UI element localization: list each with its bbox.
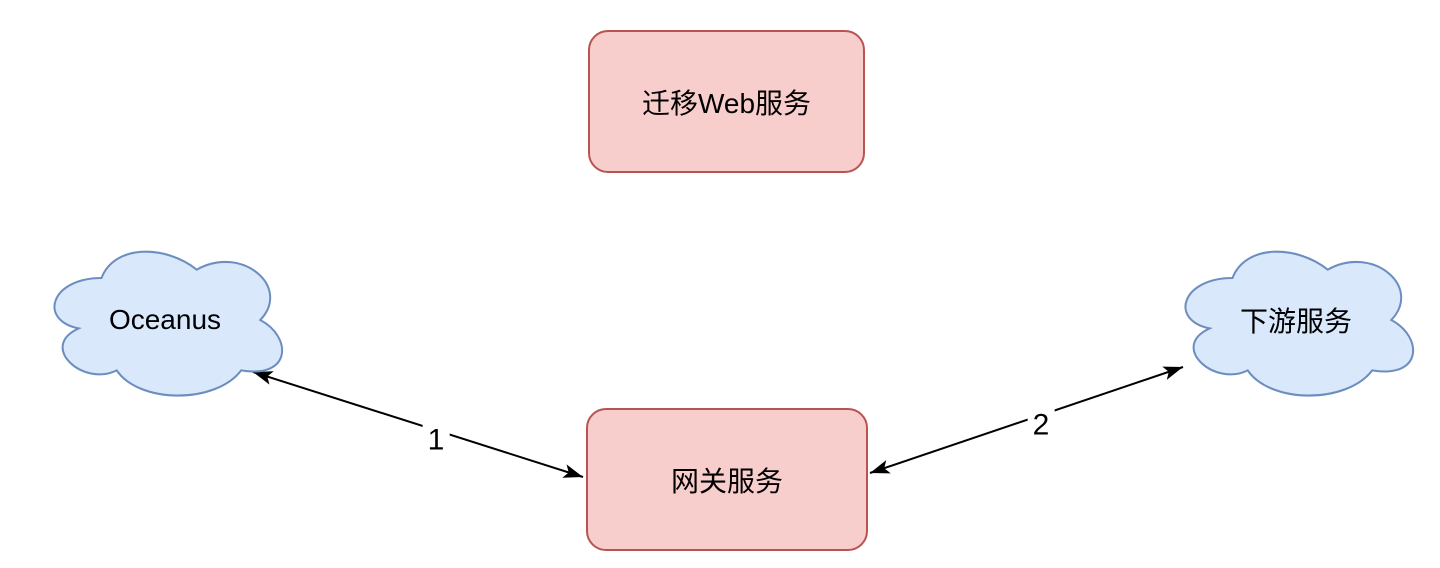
node-oceanus-label: Oceanus xyxy=(108,304,222,335)
cloud-shape xyxy=(1184,250,1415,397)
node-migrate-web-service-label: 迁移Web服务 xyxy=(641,87,812,119)
node-downstream-service-label: 下游服务 xyxy=(1239,306,1352,337)
cloud-shape xyxy=(53,250,284,397)
edge-1-label: 1 xyxy=(422,423,450,457)
edge-2-label: 2 xyxy=(1027,408,1055,442)
edge-1-line xyxy=(252,371,584,478)
node-migrate-web-service: 迁移Web服务 xyxy=(588,30,865,173)
node-oceanus: Oceanus xyxy=(36,234,294,406)
node-gateway-service-label: 网关服务 xyxy=(670,465,783,497)
node-downstream-service: 下游服务 xyxy=(1167,234,1425,406)
node-gateway-service: 网关服务 xyxy=(586,408,868,551)
edge-2-line xyxy=(869,366,1184,474)
